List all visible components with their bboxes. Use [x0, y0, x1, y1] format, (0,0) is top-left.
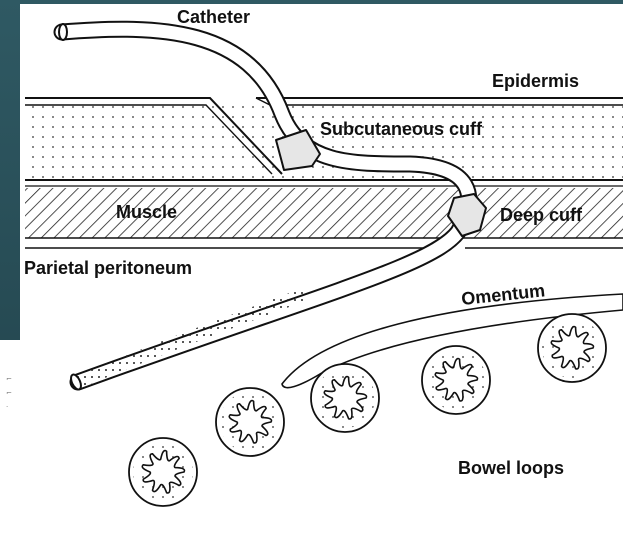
bowel-loop-icon	[311, 364, 379, 432]
bowel-loop-icon	[422, 346, 490, 414]
diagram-canvas: Catheter Epidermis Subcutaneous cuff Mus…	[20, 4, 623, 537]
bowel-loop-icon	[129, 438, 197, 506]
label-bowel-loops: Bowel loops	[458, 458, 564, 478]
label-deep-cuff: Deep cuff	[500, 205, 583, 225]
subcutaneous-layer	[25, 106, 623, 182]
label-muscle: Muscle	[116, 202, 177, 222]
slide-side-marks: ⌐⌐·	[6, 372, 16, 432]
catheter-opening-icon	[59, 24, 67, 40]
label-subcutaneous-cuff: Subcutaneous cuff	[320, 119, 483, 139]
bowel-loop-icon	[538, 314, 606, 382]
label-epidermis: Epidermis	[492, 71, 579, 91]
label-parietal-peritoneum: Parietal peritoneum	[24, 258, 192, 278]
catheter-diagram: Catheter Epidermis Subcutaneous cuff Mus…	[20, 4, 623, 537]
bowel-loop-icon	[216, 388, 284, 456]
slide-left-margin	[0, 340, 16, 537]
label-catheter: Catheter	[177, 7, 250, 27]
